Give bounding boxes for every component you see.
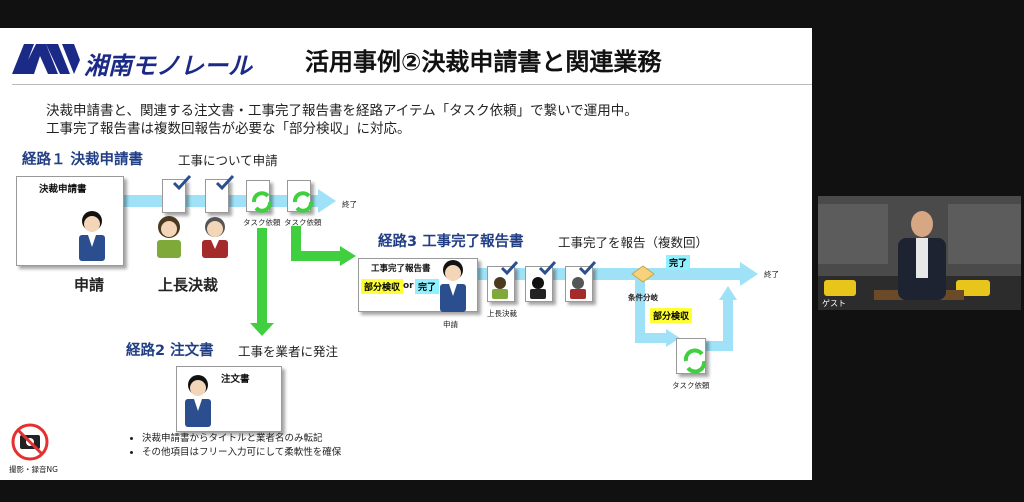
- route3-approver-woman-icon: [492, 277, 508, 299]
- route3-task-label: タスク依頼: [672, 381, 710, 390]
- route2-note-2: その他項目はフリー入力可にして柔軟性を確保: [142, 444, 341, 458]
- no-recording-label: 撮影・録音NG: [9, 465, 58, 474]
- partial-badge: 部分検収: [361, 279, 404, 294]
- route3-applicant-label: 申請: [443, 320, 458, 329]
- task-label-1: タスク依頼: [243, 218, 281, 227]
- route3-approver-man-icon: [530, 277, 546, 299]
- refresh-arrows-icon: [683, 348, 707, 374]
- route2-heading: 経路2 注文書: [126, 343, 214, 359]
- branch-arrow: [635, 280, 668, 343]
- orderer-person-icon: [185, 375, 211, 427]
- route3-arrow: [291, 226, 342, 261]
- route3-approver-label: 上長決裁: [487, 309, 517, 318]
- branch-partial-badge: 部分検収: [650, 308, 693, 323]
- route3-applicant-icon: [440, 260, 466, 312]
- check-icon: [215, 174, 235, 191]
- route3-heading: 経路3 工事完了報告書: [378, 234, 524, 250]
- header-divider: [12, 84, 812, 85]
- route2-doc-title: 注文書: [221, 374, 250, 385]
- route3-end-label: 終了: [764, 270, 779, 279]
- video-tile[interactable]: ゲスト: [818, 196, 1021, 310]
- route1-document: 決裁申請書: [16, 176, 124, 266]
- check-icon: [172, 174, 192, 191]
- route1-approver-label: 上長決裁: [158, 276, 219, 294]
- slide-title: 活用事例②決裁申請書と関連業務: [305, 48, 662, 76]
- check-icon: [578, 260, 597, 276]
- route1-end-label: 終了: [342, 200, 357, 209]
- video-caption: ゲスト: [822, 299, 846, 308]
- refresh-arrows-icon: [293, 191, 313, 213]
- check-icon: [538, 260, 557, 276]
- check-icon: [500, 260, 519, 276]
- route2-arrow: [257, 228, 267, 323]
- logo-text: 湘南モノレール: [84, 52, 252, 80]
- task-label-2: タスク依頼: [284, 218, 322, 227]
- presentation-slide: 湘南モノレール 活用事例②決裁申請書と関連業務 決裁申請書と、関連する注文書・工…: [0, 28, 812, 480]
- condition-diamond: [631, 265, 655, 283]
- logo-mark-icon: [12, 44, 80, 74]
- applicant-person-icon: [79, 211, 105, 261]
- route2-notes: 決裁申請書からタイトルと業者名のみ転記 その他項目はフリー入力可にして柔軟性を確…: [128, 430, 341, 458]
- intro-line-2: 工事完了報告書は複数回報告が必要な「部分検収」に対応。: [46, 121, 411, 137]
- route3-approver-man2-icon: [570, 277, 586, 299]
- route1-heading: 経路１ 決裁申請書: [22, 152, 144, 168]
- route1-applicant-label: 申請: [74, 276, 105, 294]
- route3-sub: 工事完了を報告（複数回）: [558, 235, 709, 250]
- or-label: or: [403, 281, 414, 291]
- route1-sub: 工事について申請: [178, 153, 278, 168]
- route2-sub: 工事を業者に発注: [238, 344, 339, 359]
- condition-label: 条件分岐: [628, 293, 658, 302]
- speaker-figure: [898, 211, 946, 300]
- route3-doc-title: 工事完了報告書: [371, 264, 431, 274]
- route2-note-1: 決裁申請書からタイトルと業者名のみ転記: [142, 430, 341, 444]
- branch-complete-badge: 完了: [666, 255, 691, 270]
- intro-line-1: 決裁申請書と、関連する注文書・工事完了報告書を経路アイテム「タスク依頼」で繋いで…: [46, 103, 638, 119]
- route2-document: 注文書: [176, 366, 282, 432]
- complete-badge: 完了: [415, 279, 440, 294]
- approver-woman-icon: [157, 216, 181, 258]
- loop-arrow: [704, 298, 733, 351]
- route1-doc-title: 決裁申請書: [39, 184, 87, 195]
- approver-man-icon: [202, 217, 228, 258]
- no-recording-icon: [11, 423, 49, 461]
- refresh-arrows-icon: [252, 191, 272, 213]
